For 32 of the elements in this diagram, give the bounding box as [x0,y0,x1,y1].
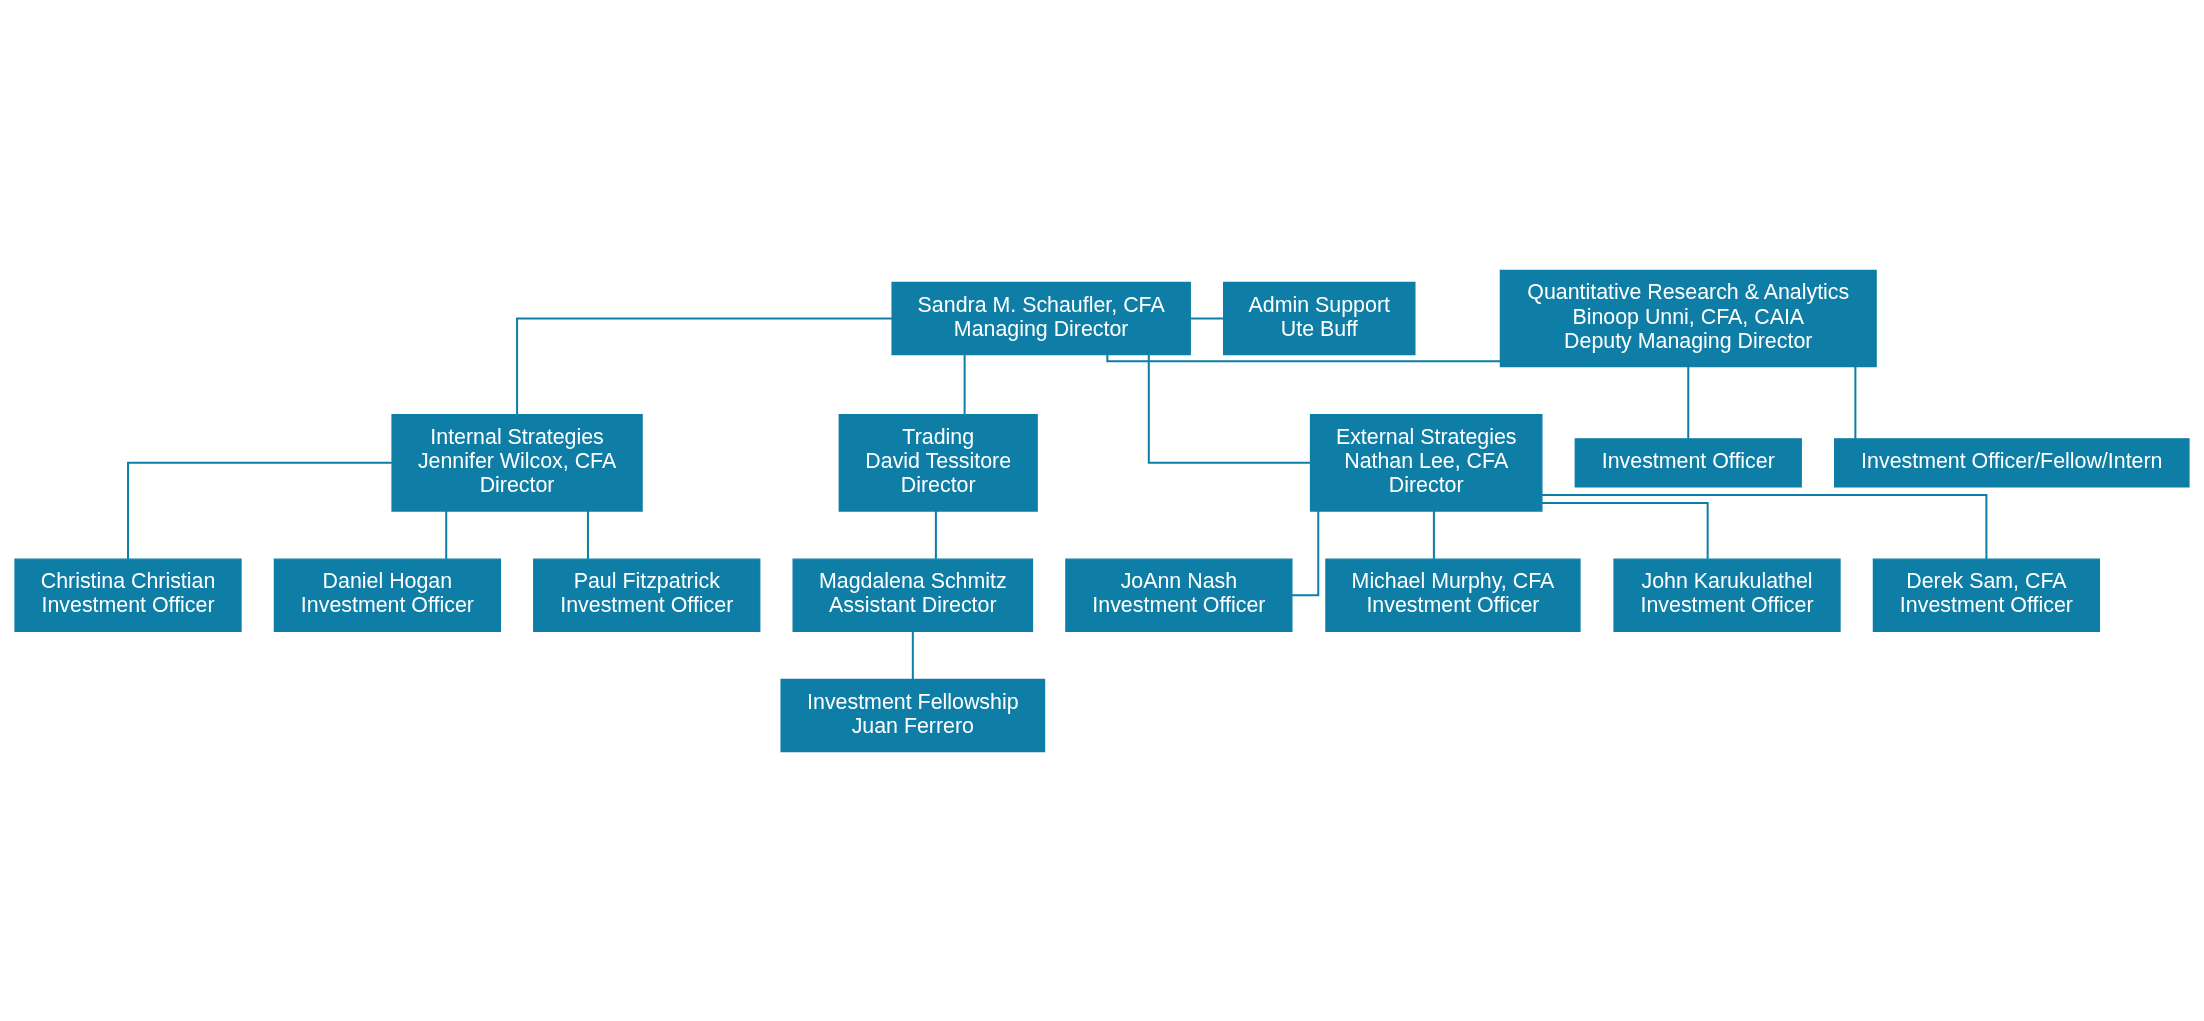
node-box: Magdalena Schmitz Assistant Director [792,557,1034,632]
node-box: Investment Officer/Fellow/Intern [1834,437,2190,488]
node-box: John Karukulathel Investment Officer [1613,557,1841,632]
connector [127,461,392,559]
connector [911,630,914,679]
connector [1106,354,1501,362]
connector [1854,366,1857,439]
connector [963,354,966,414]
connector [1687,366,1690,439]
connector [586,510,589,559]
node-box: Quantitative Research & Analytics Binoop Unni, CFA, CAIA Deputy Managing Director [1499,269,1877,367]
node-box: Paul Fitzpatrick Investment Officer [533,557,761,632]
connector [1541,501,1709,559]
connector [445,510,448,559]
node-box: Michael Murphy, CFA Investment Officer [1325,557,1581,632]
node-box: Trading David Tessitore Director [838,413,1038,512]
connector [1147,354,1311,464]
connector [516,316,893,414]
node-box: Investment Fellowship Juan Ferrero [780,678,1046,752]
connector [1190,316,1224,319]
node-box: Daniel Hogan Investment Officer [273,557,502,632]
node-box: Internal Strategies Jennifer Wilcox, CFA Director [391,413,643,512]
connector [934,510,937,559]
connector [1432,510,1435,559]
node-box: Christina Christian Investment Officer [14,557,242,632]
node-box: Derek Sam, CFA Investment Officer [1872,557,2101,632]
node-box: Sandra M. Schaufler, CFA Managing Director [891,281,1191,355]
node-box: Admin Support Ute Buff [1223,281,1416,355]
connector [1541,493,1988,559]
node-box: Investment Officer [1574,437,1802,488]
node-box: External Strategies Nathan Lee, CFA Director [1309,413,1543,512]
node-box: JoAnn Nash Investment Officer [1065,557,1293,632]
